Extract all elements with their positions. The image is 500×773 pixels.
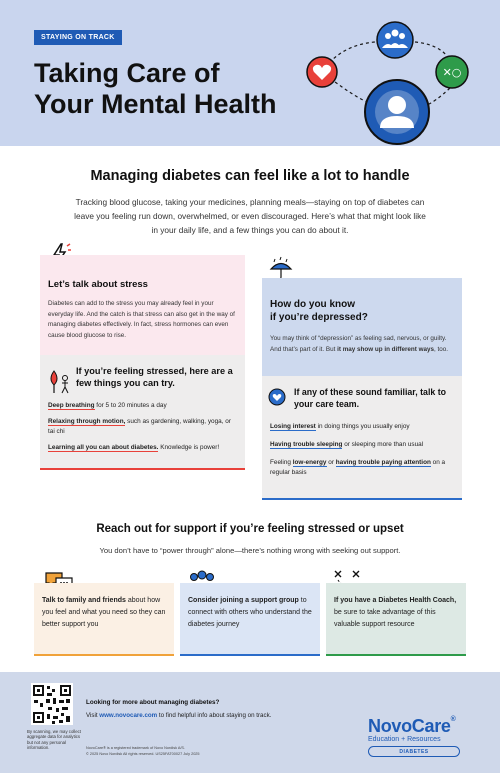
- intro-heading: Managing diabetes can feel like a lot to…: [90, 168, 410, 184]
- stress-body: Diabetes can add to the stress you may a…: [48, 300, 235, 339]
- stress-heading: Let’s talk about stress: [48, 279, 148, 290]
- sign-item: Feeling low-energy or having trouble pay…: [270, 459, 446, 476]
- support-heading: Reach out for support if you’re feeling …: [96, 523, 404, 535]
- tip-item: Learning all you can about diabetes. Kno…: [48, 444, 220, 452]
- user-avatar-icon: [364, 79, 430, 145]
- tree-person-icon: [50, 370, 69, 394]
- stress-tips-heading: If you’re feeling stressed, here are a f…: [76, 366, 233, 388]
- novocare-link[interactable]: www.novocare.com: [99, 712, 158, 719]
- support-box-group: Consider joining a support group to conn…: [180, 583, 320, 656]
- footer-legal: NovoCare® is a registered trademark of N…: [86, 746, 200, 756]
- qr-code[interactable]: [31, 683, 73, 725]
- strategy-icon: ✕○: [435, 55, 469, 89]
- depression-heading: How do you know if you’re depressed?: [270, 299, 368, 323]
- support-subheading: You don’t have to “power through” alone—…: [99, 546, 401, 555]
- support-box-family: Talk to family and friends about how you…: [34, 583, 174, 656]
- tip-item: Relaxing through motion, such as gardeni…: [48, 418, 231, 435]
- care-team-heading: If any of these sound familiar, talk to …: [294, 387, 447, 409]
- footer-text: Visit www.novocare.com to find helpful i…: [86, 712, 272, 719]
- support-box-coach: If you have a Diabetes Health Coach, be …: [326, 583, 466, 656]
- depression-intro-panel: How do you know if you’re depressed? You…: [262, 278, 462, 376]
- depression-signs-panel: If any of these sound familiar, talk to …: [262, 376, 462, 500]
- stress-card: Let’s talk about stress Diabetes can add…: [40, 255, 245, 470]
- stress-tips-panel: If you’re feeling stressed, here are a f…: [40, 355, 245, 470]
- intro-text: Tracking blood glucose, taking your medi…: [74, 197, 426, 235]
- tip-item: Deep breathing for 5 to 20 minutes a day: [48, 402, 167, 410]
- heart-icon: [306, 56, 338, 88]
- novocare-logo: NovoCare® Education + Resources DIABETES: [368, 716, 464, 757]
- depression-body: You may think of “depression” as feeling…: [270, 335, 449, 353]
- header-illustration: ✕○: [306, 21, 469, 145]
- sign-item: Having trouble sleeping or sleeping more…: [270, 441, 424, 449]
- stress-intro-panel: Let’s talk about stress Diabetes can add…: [40, 255, 245, 355]
- sign-item: Losing interest in doing things you usua…: [270, 423, 410, 431]
- footer-heading: Looking for more about managing diabetes…: [86, 699, 220, 706]
- page-title: Taking Care of Your Mental Health: [34, 58, 277, 119]
- diabetes-badge: DIABETES: [368, 746, 460, 757]
- people-group-icon: [376, 21, 414, 59]
- depression-card: How do you know if you’re depressed? You…: [262, 278, 462, 500]
- section-tag: STAYING ON TRACK: [34, 30, 122, 45]
- qr-disclaimer: By scanning, we may collect aggregate da…: [27, 729, 81, 750]
- heart-chat-icon: [268, 388, 286, 406]
- svg-text:✕○: ✕○: [443, 66, 462, 79]
